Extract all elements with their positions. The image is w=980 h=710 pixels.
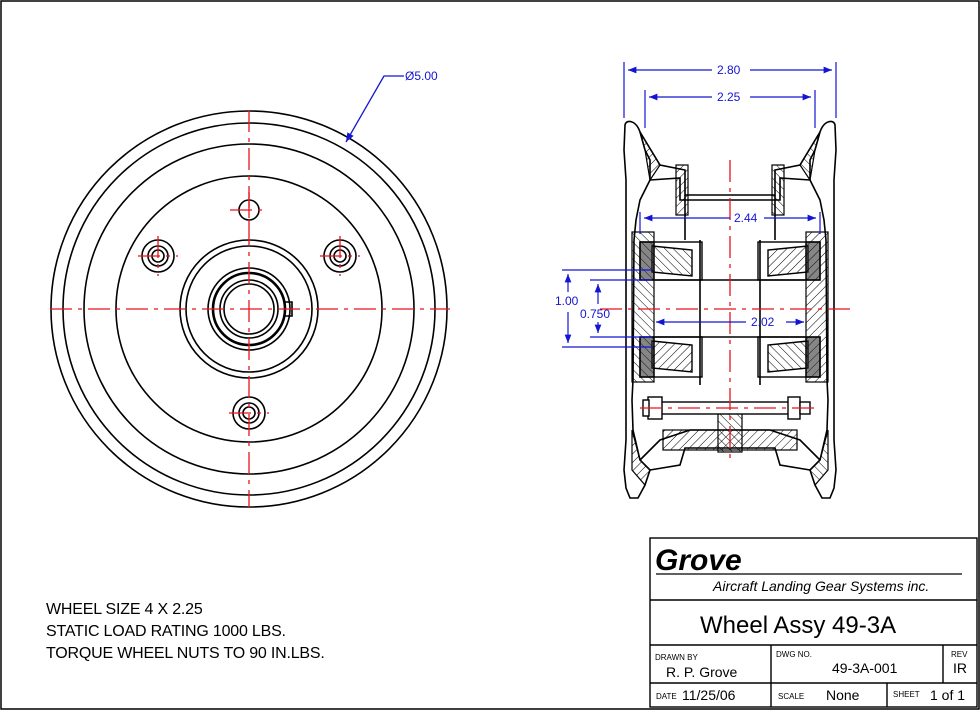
side-centerlines bbox=[600, 160, 850, 460]
dim-bore-outer: 1.00 bbox=[555, 294, 579, 308]
drawn-by-label: DRAWN BY bbox=[655, 653, 698, 662]
dim-rim-width: 2.25 bbox=[717, 90, 741, 104]
right-flange bbox=[809, 120, 837, 499]
general-notes: WHEEL SIZE 4 X 2.25 STATIC LOAD RATING 1… bbox=[46, 599, 325, 665]
scale-label: SCALE bbox=[778, 692, 804, 701]
title-block-text: Grove Aircraft Landing Gear Systems inc.… bbox=[655, 544, 968, 703]
title-block bbox=[649, 537, 978, 708]
left-flange bbox=[623, 120, 651, 499]
rev-value: IR bbox=[953, 660, 967, 676]
bearing-left-bottom bbox=[639, 336, 703, 378]
diameter-leader bbox=[345, 75, 404, 143]
dwg-no-value: 49-3A-001 bbox=[832, 660, 898, 676]
date-label: DATE bbox=[656, 692, 677, 701]
rev-label: REV bbox=[951, 650, 968, 659]
side-dimension-labels: 2.80 2.25 2.44 2.02 1.00 0.750 bbox=[555, 63, 775, 329]
company-name: Grove bbox=[655, 544, 742, 577]
dim-bearing-span: 2.44 bbox=[734, 211, 758, 225]
diameter-label: Ø5.00 bbox=[405, 69, 438, 83]
bearing-right-bottom bbox=[757, 336, 821, 378]
drawing-title: Wheel Assy 49-3A bbox=[700, 612, 896, 639]
side-dimensions bbox=[562, 62, 837, 348]
note-torque: TORQUE WHEEL NUTS TO 90 IN.LBS. bbox=[46, 645, 325, 662]
dim-overall-width: 2.80 bbox=[717, 63, 741, 77]
dim-inner-span: 2.02 bbox=[751, 315, 775, 329]
sheet-value: 1 of 1 bbox=[930, 687, 965, 703]
company-subtitle: Aircraft Landing Gear Systems inc. bbox=[712, 578, 929, 594]
date-value: 11/25/06 bbox=[682, 687, 736, 703]
rim-top bbox=[639, 131, 821, 196]
scale-value: None bbox=[826, 687, 860, 703]
dwg-no-label: DWG NO. bbox=[776, 650, 812, 659]
note-wheel-size: WHEEL SIZE 4 X 2.25 bbox=[46, 601, 203, 618]
sheet-label: SHEET bbox=[893, 690, 920, 699]
front-centerlines bbox=[50, 110, 450, 508]
dim-bore-inner: 0.750 bbox=[580, 307, 610, 321]
drawn-by-value: R. P. Grove bbox=[666, 664, 738, 680]
bearing-left-top bbox=[639, 241, 703, 281]
note-load-rating: STATIC LOAD RATING 1000 LBS. bbox=[46, 623, 286, 640]
bearing-right-top bbox=[757, 241, 821, 281]
